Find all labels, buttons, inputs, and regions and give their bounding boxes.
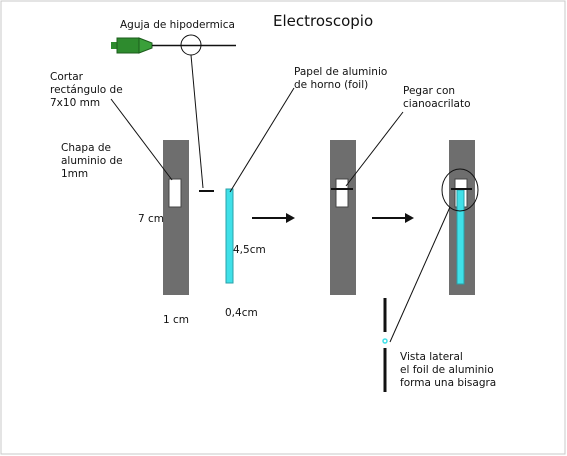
- foil-pointer-line: [229, 87, 295, 193]
- cut-pointer-line: [110, 98, 173, 181]
- aluminum-plate: [163, 140, 189, 295]
- aluminum-plate-with-needle: [330, 140, 356, 295]
- foil-strip: [456, 189, 465, 285]
- hypodermic-needle-icon: [111, 37, 236, 54]
- plate-height-label: 7 cm: [138, 213, 165, 225]
- cut-rectangle: [168, 178, 182, 208]
- glue-pointer-line: [345, 111, 404, 187]
- foil-strip: [225, 188, 234, 284]
- diagram-title: Electroscopio: [273, 12, 374, 30]
- right-arrow-icon: [372, 213, 414, 223]
- plate-label: Chapa de aluminio de 1mm: [61, 142, 123, 180]
- hinge-detail-circle: [441, 168, 479, 212]
- side-view-pointer-line: [389, 206, 451, 343]
- needle-label: Aguja de hipodermica: [120, 19, 235, 31]
- side-view: [382, 298, 388, 392]
- cut-label: Cortar rectángulo de 7x10 mm: [50, 71, 123, 109]
- foil-height-label: 4,5cm: [233, 244, 266, 256]
- foil-width-label: 0,4cm: [225, 307, 258, 319]
- cut-rectangle: [335, 178, 349, 208]
- foil-label: Papel de aluminio de horno (foil): [294, 66, 388, 91]
- right-arrow-icon: [252, 213, 295, 223]
- needle-pointer-line: [190, 54, 204, 189]
- glue-label: Pegar con cianoacrilato: [403, 85, 471, 110]
- side-view-label: Vista lateral el foil de aluminio forma …: [400, 351, 497, 389]
- plate-width-label: 1 cm: [163, 314, 190, 326]
